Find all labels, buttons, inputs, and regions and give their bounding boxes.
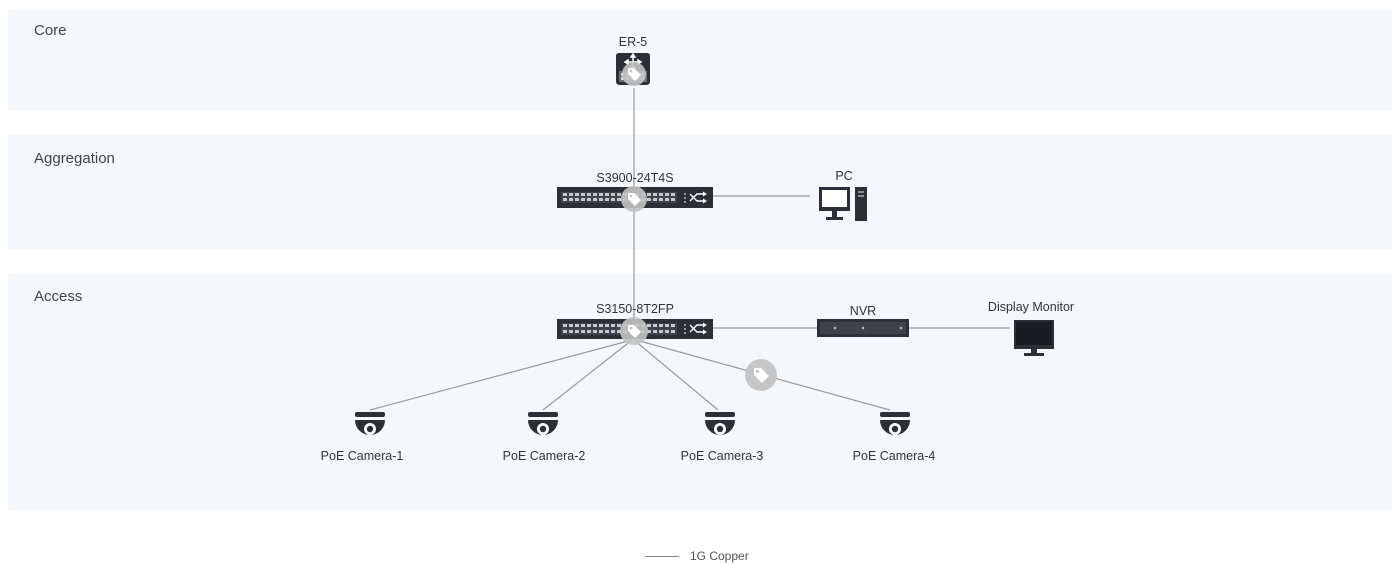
core-layer-label: Core [34, 22, 67, 39]
camera-2-label: PoE Camera-2 [502, 449, 586, 463]
dome-camera-icon [355, 412, 385, 435]
pc-device[interactable] [817, 185, 869, 223]
camera-4-device[interactable] [877, 409, 913, 443]
copper-line-swatch [645, 555, 679, 557]
router-tag-badge[interactable] [621, 61, 647, 87]
legend: 1G Copper [645, 549, 749, 563]
access-switch-tag-badge[interactable] [619, 316, 649, 346]
tag-icon [622, 62, 646, 86]
camera-3-label: PoE Camera-3 [680, 449, 764, 463]
nvr-device[interactable] [817, 319, 909, 337]
access-layer-label: Access [34, 288, 83, 305]
dome-camera-icon [880, 412, 910, 435]
link-access-camera-3[interactable] [633, 339, 719, 411]
camera-1-label: PoE Camera-1 [320, 449, 404, 463]
link-access-camera-1[interactable] [369, 339, 633, 411]
router-label: ER-5 [618, 35, 648, 49]
camera-4-label: PoE Camera-4 [852, 449, 936, 463]
monitor-label: Display Monitor [987, 300, 1075, 314]
camera-1-device[interactable] [352, 409, 388, 443]
tag-icon [745, 359, 777, 391]
pc-label: PC [835, 169, 853, 183]
monitor-device[interactable] [1012, 319, 1056, 357]
agg-switch-label: S3900-24T4S [596, 171, 674, 185]
legend-copper-label: 1G Copper [690, 549, 749, 563]
agg-switch-tag-badge[interactable] [620, 185, 648, 213]
core-layer-band [8, 9, 1392, 110]
access-layer-band [8, 273, 1392, 511]
dome-camera-icon [528, 412, 558, 435]
camera-2-device[interactable] [525, 409, 561, 443]
tag-icon [620, 317, 648, 345]
nvr-label: NVR [849, 304, 877, 318]
dome-camera-icon [705, 412, 735, 435]
camera-4-link-tag-badge[interactable] [744, 358, 778, 392]
link-access-camera-2[interactable] [542, 339, 633, 411]
monitor-icon [1014, 320, 1054, 356]
nvr-icon [817, 319, 909, 337]
camera-3-device[interactable] [702, 409, 738, 443]
aggregation-layer-label: Aggregation [34, 150, 115, 167]
access-switch-label: S3150-8T2FP [596, 302, 674, 316]
desktop-computer-icon [819, 187, 867, 221]
tag-icon [621, 186, 647, 212]
